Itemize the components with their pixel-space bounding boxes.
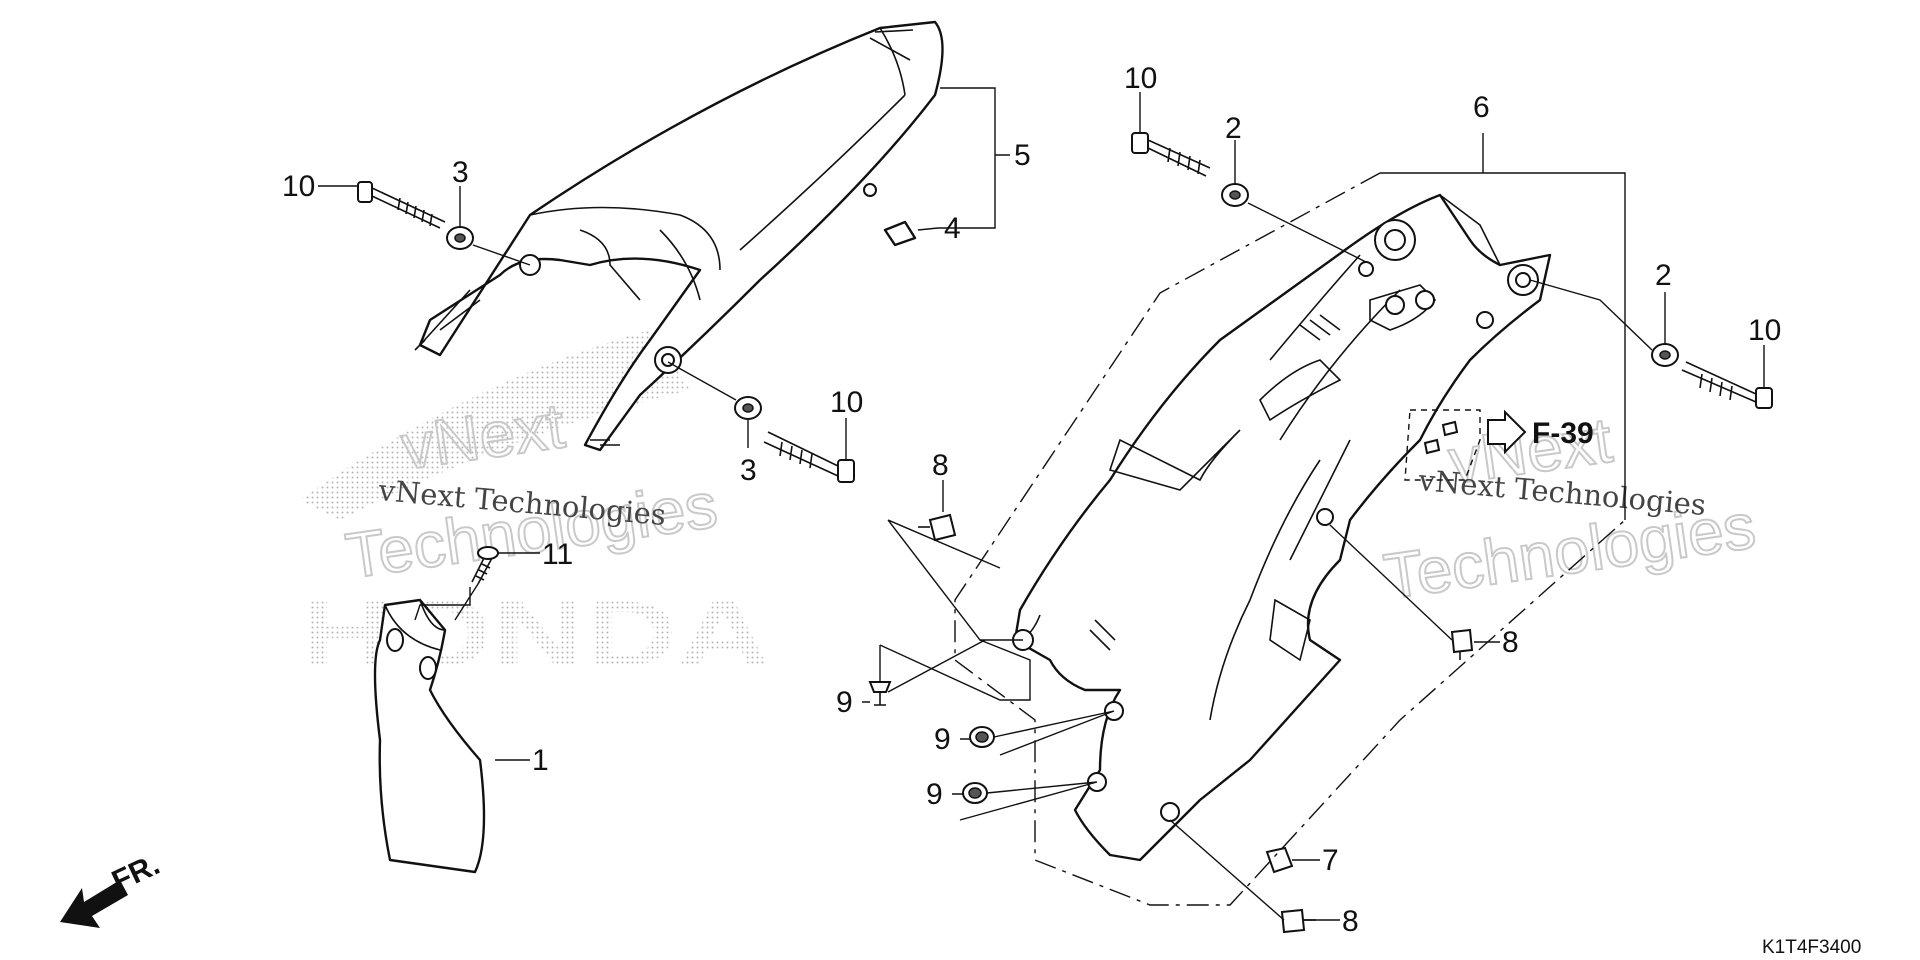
callout-numbers: 1 2 2 3 3 4 5 6 7 8 8 8 9 9 9 10 10 10 1… [282, 62, 1781, 938]
reference-screws [1423, 420, 1459, 455]
callout-7: 7 [1322, 844, 1339, 877]
clip-9-mid [969, 726, 995, 748]
front-arrow-icon [60, 880, 128, 928]
hardware-group [357, 132, 1773, 934]
callout-8-right: 8 [1502, 626, 1519, 659]
drawing-code: K1T4F3400 [1762, 937, 1861, 958]
callout-3-lower: 3 [740, 454, 757, 487]
callout-8-upper: 8 [932, 449, 949, 482]
callout-9-mid: 9 [934, 723, 951, 756]
callout-10-upper-left: 10 [282, 170, 315, 203]
rear-cowl-part-5 [414, 20, 944, 452]
bolt-8-lower [1280, 908, 1316, 934]
rear-fender-part-6 [1012, 193, 1552, 862]
callout-9-upper: 9 [836, 686, 853, 719]
clip-nut-7 [1265, 846, 1294, 874]
callout-10-lower-mid: 10 [830, 386, 863, 419]
callout-10-right: 10 [1748, 314, 1781, 347]
callout-1: 1 [532, 744, 549, 777]
clip-9-upper [868, 681, 892, 706]
callout-5: 5 [1014, 139, 1031, 172]
bolt-10-lower-mid [763, 431, 855, 483]
collar-3-upper [446, 226, 474, 250]
callout-8-lower: 8 [1342, 905, 1359, 938]
bolt-8-upper [918, 513, 957, 542]
callout-4: 4 [944, 212, 961, 245]
mud-guard-part-1 [373, 598, 486, 874]
clip-9-lower [962, 782, 988, 804]
callout-2-right: 2 [1655, 259, 1672, 292]
callout-6: 6 [1473, 91, 1490, 124]
callout-3-upper: 3 [452, 156, 469, 189]
reference-label: F-39 [1532, 417, 1594, 450]
bolt-10-right [1681, 361, 1773, 409]
reference-arrow: F-39 [1487, 409, 1594, 455]
bolt-10-upper-mid [1131, 132, 1211, 177]
assembly-boundaries [954, 172, 1626, 906]
bolt-10-upper-left [357, 181, 446, 229]
collar-2-upper [1221, 183, 1249, 207]
bolt-8-right [1450, 628, 1474, 660]
callout-9-lower: 9 [926, 778, 943, 811]
callout-10-upper-mid: 10 [1124, 62, 1157, 95]
watermark-outline-line1: vNext [397, 389, 569, 483]
watermark-dot-field [300, 330, 690, 520]
collar-2-right [1651, 343, 1679, 367]
collar-3-lower [734, 396, 762, 420]
front-direction-arrow: FR. [60, 848, 165, 928]
callout-2-upper: 2 [1225, 112, 1242, 145]
emblem-part-4 [883, 220, 917, 247]
callout-11: 11 [542, 538, 573, 571]
watermark-brand: HONDA [300, 583, 770, 685]
